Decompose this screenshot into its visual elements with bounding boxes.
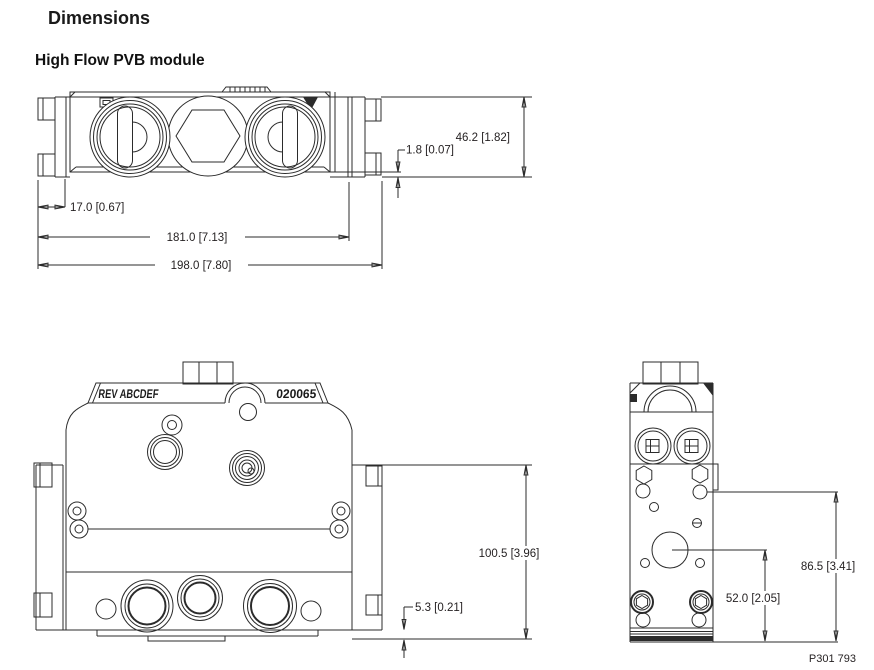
front-stamp-band: REV ABCDEF 020065 — [87, 382, 329, 421]
side-body — [629, 382, 719, 642]
side-top-nut — [642, 361, 699, 385]
front-body — [65, 402, 353, 642]
front-left-rail — [33, 462, 66, 631]
stamp-rev-text: REV ABCDEF — [98, 387, 160, 401]
top-view: 46.2 [1.82] 1.8 [0.07] 17.0 [0.67] — [37, 86, 532, 272]
dim-label-86-5: 86.5 [3.41] — [801, 561, 855, 573]
left-valve-port — [89, 96, 171, 178]
right-valve-port — [244, 96, 326, 178]
dim-label-1-8: 1.8 [0.07] — [406, 145, 454, 157]
dim-label-5-3: 5.3 [0.21] — [415, 602, 463, 614]
side-cartridge-ports — [634, 427, 711, 465]
side-view: 52.0 [2.05] 86.5 [3.41] — [629, 361, 857, 643]
front-bottom-ports — [95, 575, 322, 633]
dim-label-100-5: 100.5 [3.96] — [479, 548, 540, 560]
dim-top-step: 1.8 [0.07] — [330, 145, 454, 198]
dim-front-foot: 5.3 [0.21] — [401, 602, 463, 658]
dim-label-198-0: 198.0 [7.80] — [171, 260, 232, 272]
dim-label-17-0: 17.0 [0.67] — [70, 202, 124, 214]
top-view-body — [69, 86, 331, 178]
front-view: REV ABCDEF 020065 — [33, 361, 541, 658]
side-tab — [712, 463, 719, 491]
dim-front-height: 100.5 [3.96] — [352, 464, 541, 640]
top-view-right-bracket — [330, 92, 382, 178]
dim-label-46-2: 46.2 [1.82] — [456, 132, 510, 144]
front-upper-port — [147, 434, 183, 470]
side-bottom-bolts — [630, 590, 713, 628]
dim-top-overall: 198.0 [7.80] — [37, 181, 383, 272]
dim-label-181-0: 181.0 [7.13] — [167, 232, 228, 244]
stamp-code-text: 020065 — [276, 387, 317, 401]
hex-plug — [175, 109, 241, 163]
front-right-rail — [352, 465, 383, 631]
doc-number: P301 793 — [809, 653, 856, 665]
front-center-port — [229, 450, 265, 486]
dim-top-flange: 17.0 [0.67] — [37, 179, 124, 269]
band-center-hole — [239, 403, 257, 421]
dim-side-height: 86.5 [3.41] — [630, 491, 857, 643]
module-subtitle: High Flow PVB module — [35, 52, 205, 69]
dim-side-port-center: 52.0 [2.05] — [672, 549, 781, 642]
side-base-plate — [630, 627, 713, 641]
center-boss — [167, 95, 249, 177]
dim-top-height: 46.2 [1.82] — [381, 96, 532, 178]
top-view-left-bracket — [37, 96, 70, 178]
dim-top-mount-span: 181.0 [7.13] — [37, 182, 350, 244]
flow-direction-mark — [303, 97, 318, 110]
front-top-nut — [182, 361, 234, 385]
page-title: Dimensions — [48, 8, 151, 28]
dim-label-52-0: 52.0 [2.05] — [726, 593, 780, 605]
